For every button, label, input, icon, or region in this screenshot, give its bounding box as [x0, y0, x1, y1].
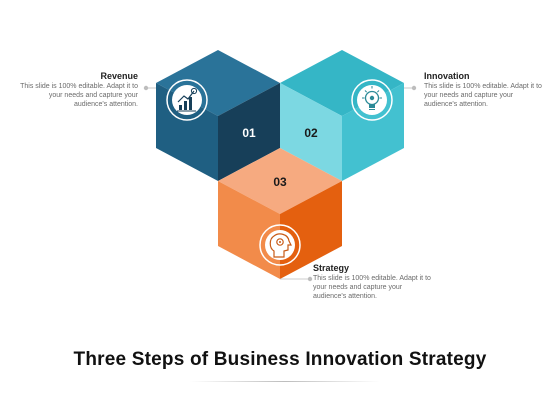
- step-number-01: 01: [242, 126, 256, 140]
- connector-innovation: [404, 85, 417, 91]
- head-gear-icon: [259, 224, 301, 266]
- page-title: Three Steps of Business Innovation Strat…: [73, 349, 487, 370]
- revenue-label-block: Revenue This slide is 100% editable. Ada…: [18, 71, 138, 109]
- cube-innovation-left: [280, 83, 342, 181]
- strategy-description: This slide is 100% editable. Adapt it to…: [313, 275, 431, 300]
- step-number-02: 02: [304, 126, 318, 140]
- revenue-description: This slide is 100% editable. Adapt it to…: [20, 83, 138, 108]
- connector-strategy: [280, 276, 313, 282]
- connector-revenue: [143, 85, 156, 91]
- cube-revenue-right: [218, 83, 280, 181]
- strategy-label-block: Strategy This slide is 100% editable. Ad…: [313, 263, 433, 301]
- cube-strategy-left: [218, 181, 280, 279]
- innovation-label-block: Innovation This slide is 100% editable. …: [424, 71, 544, 109]
- revenue-chart-icon: [166, 79, 208, 121]
- title-underline: [190, 381, 380, 382]
- strategy-heading: Strategy: [313, 263, 350, 273]
- cube-strategy: [218, 148, 342, 279]
- innovation-heading: Innovation: [424, 71, 470, 81]
- step-number-03: 03: [273, 175, 287, 189]
- cube-strategy-right: [280, 181, 342, 279]
- cube-innovation-right: [342, 83, 404, 181]
- cube-revenue-left: [156, 83, 218, 181]
- revenue-heading: Revenue: [100, 71, 138, 81]
- lightbulb-gear-icon: [351, 79, 393, 121]
- innovation-description: This slide is 100% editable. Adapt it to…: [424, 83, 542, 108]
